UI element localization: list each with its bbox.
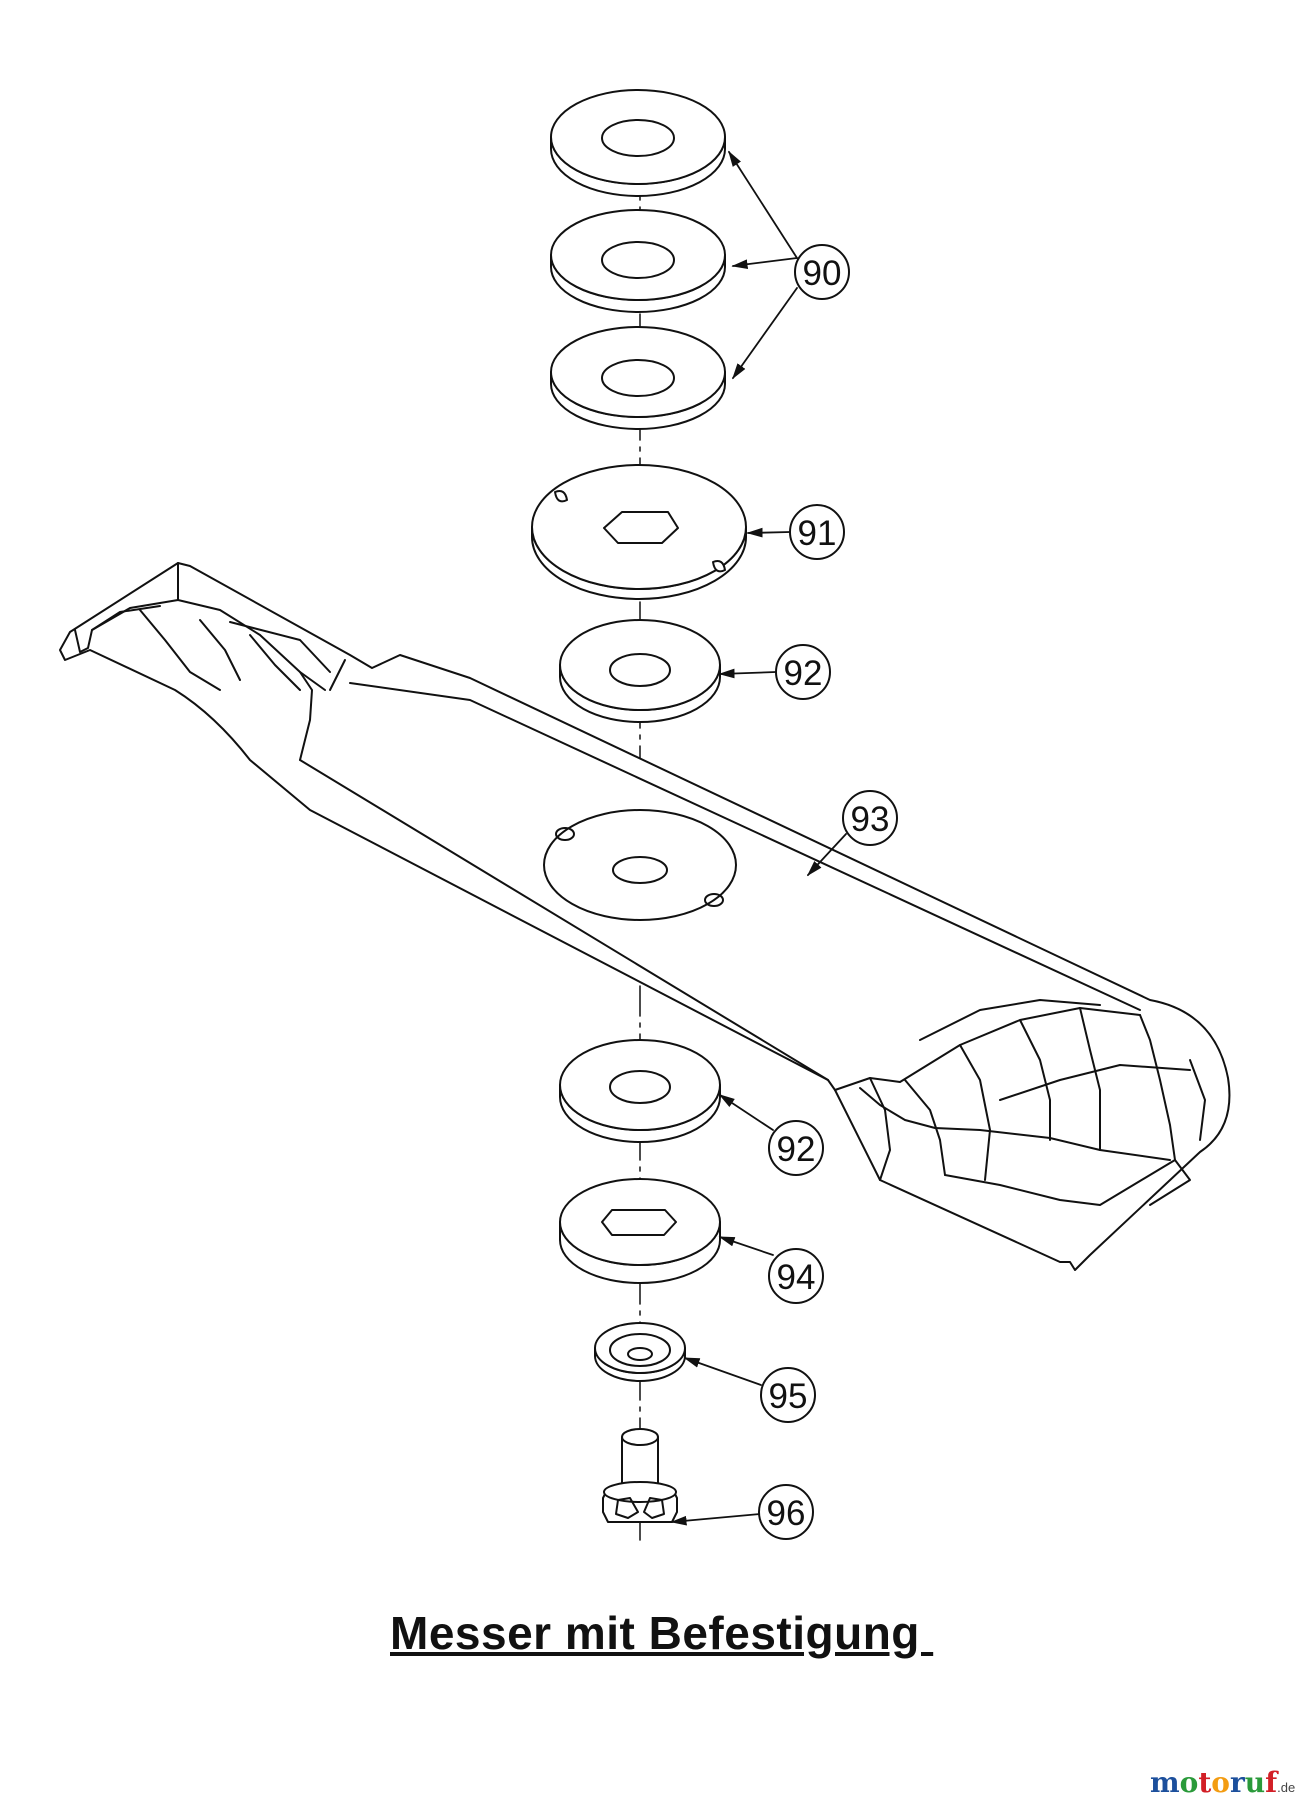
washer-92-upper — [559, 619, 721, 723]
callout-90: 90 — [803, 254, 842, 293]
callout-94: 94 — [777, 1258, 816, 1297]
watermark-letter: m — [1150, 1766, 1180, 1799]
watermark-letter: r — [1229, 1766, 1245, 1799]
callout-92-upper: 92 — [784, 654, 823, 693]
watermark-letter: o — [1211, 1766, 1230, 1799]
washer-90-bottom — [550, 326, 726, 430]
callout-92-lower: 92 — [777, 1130, 816, 1169]
washer-92-lower — [559, 1039, 721, 1143]
mower-blade — [59, 562, 1231, 1271]
bolt-96 — [602, 1428, 678, 1523]
watermark-logo: motoruf.de — [1150, 1766, 1295, 1799]
watermark-letter: f — [1265, 1766, 1278, 1799]
lock-washer-95 — [594, 1322, 686, 1382]
adapter-plate-91 — [531, 464, 747, 600]
watermark-letter: t — [1198, 1766, 1212, 1799]
callout-circles — [758, 244, 898, 1540]
callout-91: 91 — [798, 514, 837, 553]
washer-90-top — [550, 89, 726, 197]
callout-96: 96 — [767, 1494, 806, 1533]
leader-lines — [670, 150, 847, 1526]
watermark-letters: motoruf — [1150, 1766, 1277, 1799]
watermark-letter: u — [1244, 1766, 1266, 1799]
spacer-94 — [559, 1178, 721, 1284]
callout-93: 93 — [851, 800, 890, 839]
callout-95: 95 — [769, 1377, 808, 1416]
watermark-letter: o — [1179, 1766, 1199, 1799]
washer-90-middle — [550, 209, 726, 313]
diagram-title: Messer mit Befestigung — [390, 1607, 934, 1659]
watermark-suffix: .de — [1277, 1780, 1296, 1795]
